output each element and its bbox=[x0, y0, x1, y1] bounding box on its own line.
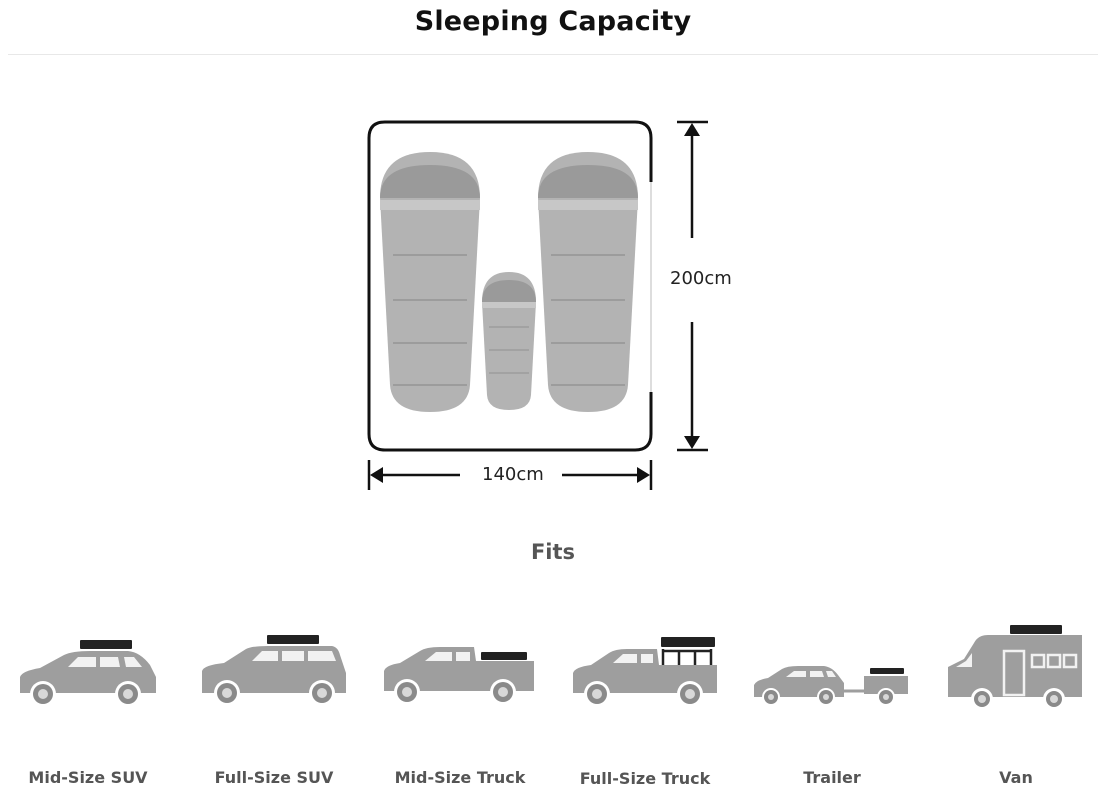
sleeping-bag-adult-right bbox=[538, 152, 638, 412]
vehicle-trailer: Trailer bbox=[740, 615, 924, 800]
vehicle-mid-size-truck: Mid-Size Truck bbox=[370, 615, 554, 800]
vehicle-label: Mid-Size SUV bbox=[28, 768, 148, 787]
full-size-truck-icon bbox=[573, 637, 717, 707]
vehicle-label: Mid-Size Truck bbox=[394, 768, 526, 787]
mid-size-suv-icon bbox=[20, 640, 156, 707]
width-dimension-label: 140cm bbox=[482, 464, 544, 485]
full-size-suv-icon bbox=[202, 635, 346, 706]
vehicle-label: Van bbox=[999, 768, 1033, 787]
width-dimension-arrow bbox=[367, 460, 653, 490]
height-dimension-arrow bbox=[677, 120, 708, 452]
height-dimension-label: 200cm bbox=[670, 268, 732, 289]
fits-title: Fits bbox=[530, 540, 576, 564]
van-icon bbox=[948, 625, 1082, 710]
vehicle-label: Full-Size Truck bbox=[579, 769, 711, 788]
vehicle-label: Trailer bbox=[803, 768, 861, 787]
sleeping-area-diagram bbox=[367, 120, 708, 490]
vehicle-label: Full-Size SUV bbox=[214, 768, 334, 787]
sleeping-bag-adult-left bbox=[380, 152, 480, 412]
sleeping-bag-child bbox=[482, 272, 536, 410]
vehicle-list: Mid-Size SUV Full-Size SUV Mid-Size Truc… bbox=[0, 615, 1106, 800]
vehicle-full-size-truck: Full-Size Truck bbox=[555, 615, 739, 800]
vehicle-mid-size-suv: Mid-Size SUV bbox=[0, 615, 184, 800]
header-divider bbox=[8, 54, 1098, 55]
mid-size-truck-icon bbox=[384, 647, 534, 705]
trailer-icon bbox=[754, 666, 908, 706]
vehicle-full-size-suv: Full-Size SUV bbox=[182, 615, 366, 800]
vehicle-van: Van bbox=[924, 615, 1106, 800]
tent-floor-outline bbox=[367, 120, 653, 452]
page-title: Sleeping Capacity bbox=[414, 6, 692, 37]
